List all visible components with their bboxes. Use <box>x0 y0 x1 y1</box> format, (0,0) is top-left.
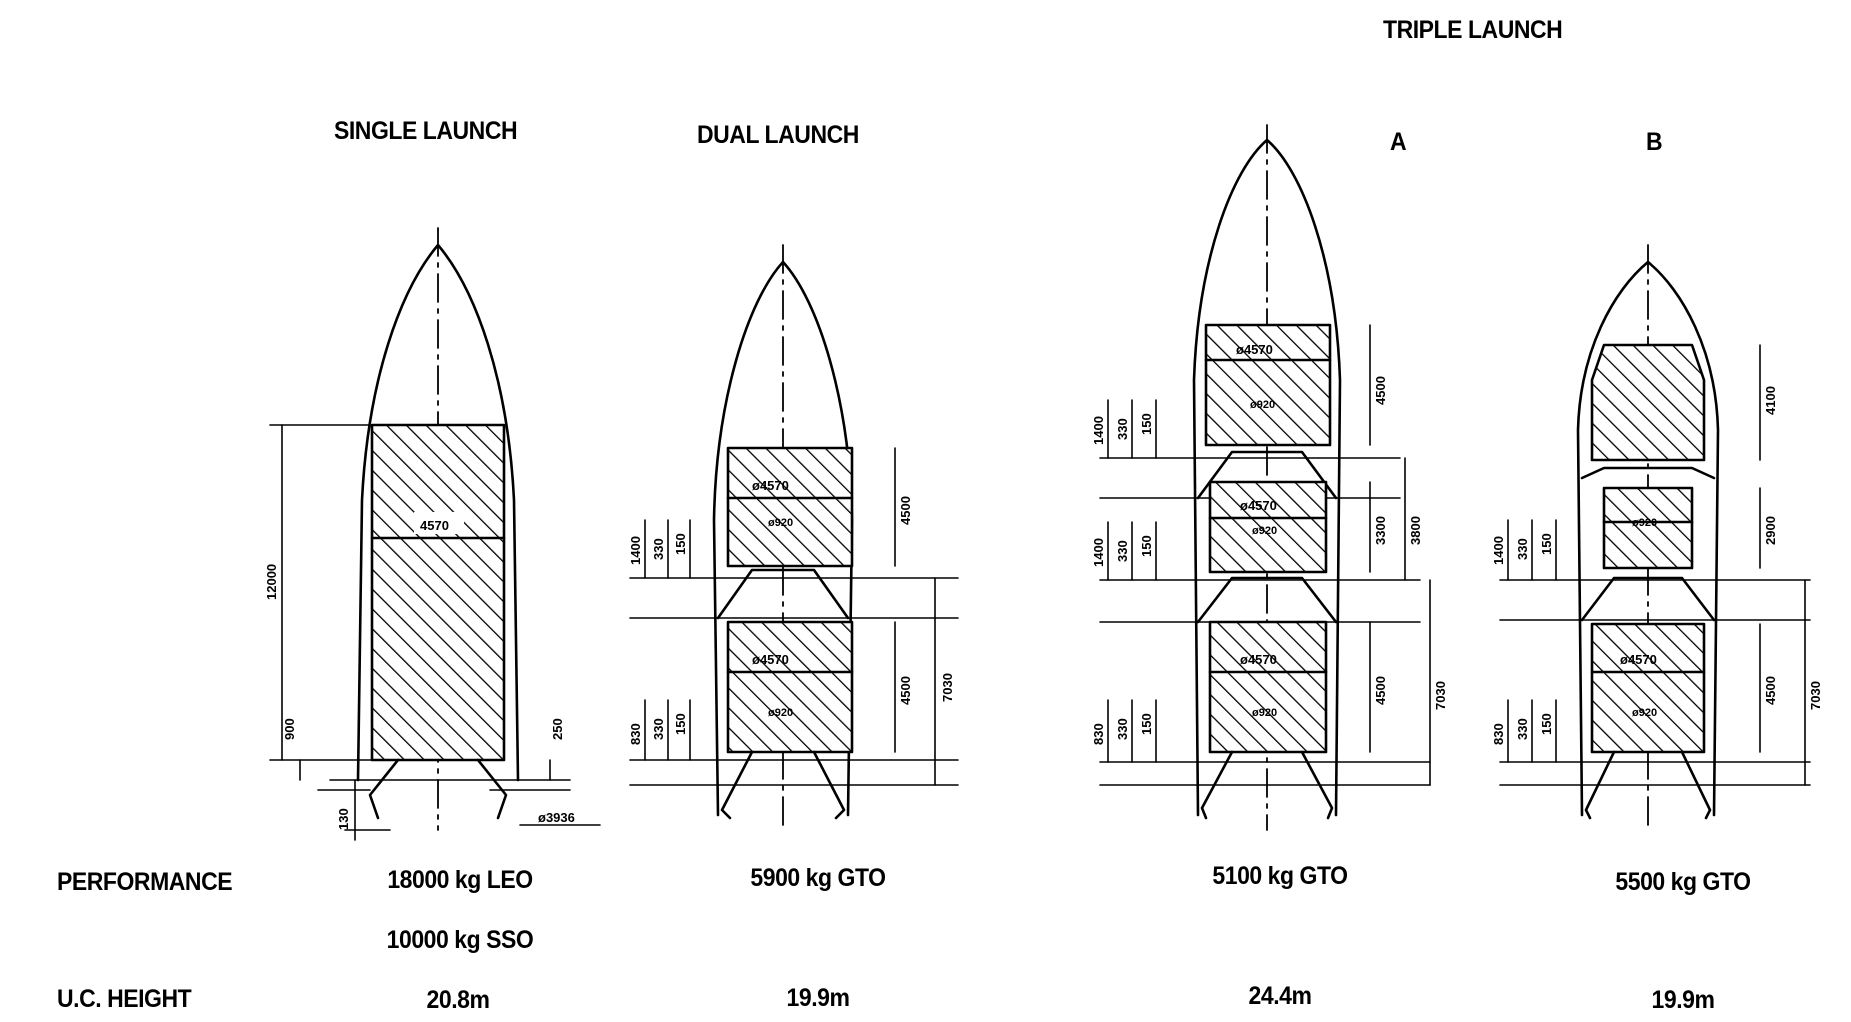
fairing-triple-b <box>1499 244 1811 831</box>
height-triple-a: 24.4m <box>1248 982 1312 1010</box>
dim-dual-1400: 1400 <box>628 536 643 565</box>
dim-tripleB-830: 830 <box>1491 723 1506 745</box>
dim-tripleB-low-phi4570: ø4570 <box>1620 652 1657 667</box>
dim-dual-lower-330: 330 <box>651 718 666 740</box>
dim-single-250: 250 <box>550 718 565 740</box>
height-single: 20.8m <box>426 986 490 1014</box>
dim-tripleA-7030: 7030 <box>1433 681 1448 710</box>
dim-tripleA-top-phi920: ø920 <box>1250 399 1275 411</box>
dim-tripleB-330: 330 <box>1515 538 1530 560</box>
dim-dual-lower-phi4570: ø4570 <box>752 652 789 667</box>
dim-dual-upper-4500: 4500 <box>898 496 913 525</box>
dim-single-130: 130 <box>336 808 351 830</box>
dim-dual-upper-phi920: ø920 <box>768 517 793 529</box>
performance-triple-a: 5100 kg GTO <box>1212 862 1348 890</box>
dim-tripleB-150: 150 <box>1539 533 1554 555</box>
dim-single-diameter: 4570 <box>420 518 449 533</box>
performance-dual: 5900 kg GTO <box>750 864 886 892</box>
row-label-performance: PERFORMANCE <box>57 868 233 896</box>
dim-tripleA-4500-top: 4500 <box>1373 376 1388 405</box>
dim-dual-150: 150 <box>673 533 688 555</box>
dim-dual-upper-phi4570: ø4570 <box>752 478 789 493</box>
dim-tripleA-150-low: 150 <box>1139 713 1154 735</box>
dim-tripleB-7030: 7030 <box>1808 681 1823 710</box>
dim-tripleA-330-mid: 330 <box>1115 540 1130 562</box>
dim-tripleB-low-phi920: ø920 <box>1632 707 1657 719</box>
dim-tripleA-1400-mid: 1400 <box>1091 538 1106 567</box>
heading-dual-launch: DUAL LAUNCH <box>697 121 859 149</box>
dim-tripleA-3800: 3800 <box>1408 516 1423 545</box>
dim-tripleB-4500: 4500 <box>1763 676 1778 705</box>
fairing-single <box>269 227 601 841</box>
heading-single-launch: SINGLE LAUNCH <box>334 117 518 145</box>
dim-tripleA-low-phi4570: ø4570 <box>1240 652 1277 667</box>
dim-dual-lower-phi920: ø920 <box>768 707 793 719</box>
dim-tripleA-830: 830 <box>1091 723 1106 745</box>
dim-tripleA-low-phi920: ø920 <box>1252 707 1277 719</box>
dim-tripleB-lower-150: 150 <box>1539 713 1554 735</box>
dim-tripleA-150-top: 150 <box>1139 413 1154 435</box>
fairing-dual <box>629 244 959 831</box>
dim-tripleA-1400-top: 1400 <box>1091 416 1106 445</box>
dim-single-phi3936: ø3936 <box>538 810 575 825</box>
height-dual: 19.9m <box>786 984 850 1012</box>
performance-single-sso: 10000 kg SSO <box>386 926 534 954</box>
performance-triple-b: 5500 kg GTO <box>1615 868 1751 896</box>
heading-triple-a: A <box>1390 128 1407 156</box>
dim-tripleA-4500-low: 4500 <box>1373 676 1388 705</box>
dim-dual-lower-150: 150 <box>673 713 688 735</box>
dim-dual-lower-4500: 4500 <box>898 676 913 705</box>
performance-single-leo: 18000 kg LEO <box>387 866 533 894</box>
dim-dual-7030: 7030 <box>940 673 955 702</box>
heading-triple-launch: TRIPLE LAUNCH <box>1383 16 1563 44</box>
dim-single-900: 900 <box>282 718 297 740</box>
dim-single-12000: 12000 <box>264 564 279 600</box>
row-label-uc-height: U.C. HEIGHT <box>57 985 192 1013</box>
dim-tripleA-mid-phi4570: ø4570 <box>1240 498 1277 513</box>
dim-tripleA-330-low: 330 <box>1115 718 1130 740</box>
dim-tripleB-2900: 2900 <box>1763 516 1778 545</box>
dim-dual-330: 330 <box>651 538 666 560</box>
dim-tripleA-3300: 3300 <box>1373 516 1388 545</box>
height-triple-b: 19.9m <box>1651 986 1715 1014</box>
fairing-triple-a <box>1099 124 1431 831</box>
dim-dual-830: 830 <box>628 723 643 745</box>
dim-tripleA-330-top: 330 <box>1115 418 1130 440</box>
dim-tripleA-top-phi4570: ø4570 <box>1236 342 1273 357</box>
dim-tripleB-1400: 1400 <box>1491 536 1506 565</box>
heading-triple-b: B <box>1646 128 1663 156</box>
dim-tripleB-4100: 4100 <box>1763 386 1778 415</box>
dim-tripleB-mid-phi920: ø920 <box>1632 517 1657 529</box>
dim-tripleB-lower-330: 330 <box>1515 718 1530 740</box>
dim-tripleA-150-mid: 150 <box>1139 535 1154 557</box>
dim-tripleA-mid-phi920: ø920 <box>1252 525 1277 537</box>
